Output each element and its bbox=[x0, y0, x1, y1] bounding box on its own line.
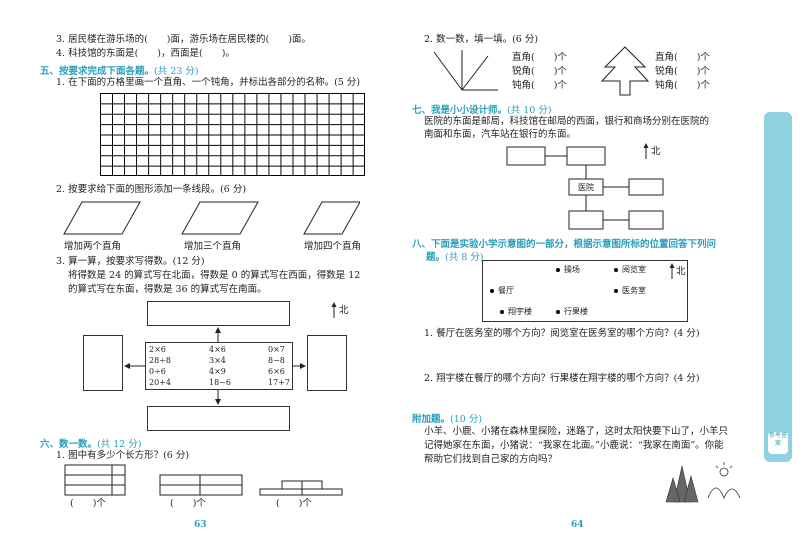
school-map bbox=[482, 260, 688, 322]
north-label: 北 bbox=[339, 305, 349, 316]
place-reading-room: 阅览室 bbox=[614, 264, 646, 276]
bonus-text-1: 小羊、小鹿、小猪在森林里探险，迷路了，这时太阳快要下山了，小羊只 bbox=[424, 426, 729, 437]
section-6-q1: 1. 图中有多少个长方形？(6 分) bbox=[56, 450, 190, 461]
figure-2 bbox=[159, 474, 243, 496]
parallelograms bbox=[63, 201, 360, 235]
expr-r4c1: 20+4 bbox=[149, 378, 171, 387]
expr-r3c3: 6×6 bbox=[268, 367, 285, 376]
count-blank-3[interactable]: ( )个 bbox=[276, 498, 312, 509]
expr-r1c3: 0×7 bbox=[268, 345, 285, 354]
rectangle-figures bbox=[64, 464, 343, 496]
section-6-q2: 2. 数一数，填一填。(6 分) bbox=[424, 34, 539, 45]
expr-r2c1: 28÷8 bbox=[149, 356, 171, 365]
side-tab bbox=[764, 112, 792, 462]
expr-r2c3: 8−8 bbox=[268, 356, 285, 365]
section-5-q2: 2. 按要求给下面的图形添加一条线段。(6 分) bbox=[56, 184, 247, 195]
expression-box bbox=[145, 342, 293, 390]
bonus-text-2: 记得她家在东面，小猪说：“我家在北面。”小鹿说：“我家在南面”。你能 bbox=[424, 440, 724, 451]
east-answer-box[interactable] bbox=[307, 335, 347, 391]
angle-a-right[interactable]: 直角( )个 bbox=[512, 52, 567, 63]
figure-3 bbox=[259, 480, 343, 496]
section-8-q2: 2. 翔宇楼在餐厅的哪个方向？行果楼在翔宇楼的哪个方向？(4 分) bbox=[424, 373, 700, 384]
expr-r3c2: 4×9 bbox=[209, 367, 226, 376]
expr-r4c3: 17+7 bbox=[268, 378, 290, 387]
place-canteen: 餐厅 bbox=[490, 285, 514, 297]
north-label-2: 北 bbox=[651, 146, 661, 157]
section-5-q1: 1. 在下面的方格里画一个直角、一个钝角，并标出各部分的名称。(5 分) bbox=[56, 77, 361, 88]
expr-r1c2: 4×6 bbox=[209, 345, 226, 354]
count-blank-2[interactable]: ( )个 bbox=[170, 498, 206, 509]
expr-r2c2: 3×4 bbox=[209, 356, 226, 365]
parallelogram-3 bbox=[303, 201, 360, 235]
section-6-title: 六、数一数。(共 12 分) bbox=[40, 439, 142, 450]
para-label-2: 增加三个直角 bbox=[184, 241, 242, 252]
north-arrow-icon bbox=[331, 302, 337, 318]
count-blank-1[interactable]: ( )个 bbox=[70, 498, 106, 509]
place-xingguo-building: 行果楼 bbox=[556, 306, 588, 318]
parallelogram-1 bbox=[63, 201, 141, 235]
bonus-text-3: 帮助它们找到自己家的方向吗？ bbox=[424, 454, 558, 465]
section-5-q3-desc-1: 将得数是 24 的算式写在北面，得数是 0 的算式写在西面，得数是 12 bbox=[68, 270, 361, 281]
sun-mountain-icon bbox=[707, 462, 741, 500]
section-5-title: 五、按要求完成下面各题。(共 23 分) bbox=[40, 66, 199, 77]
answer-key-badge[interactable]: 参考答案 bbox=[768, 432, 788, 454]
angle-figure bbox=[433, 50, 498, 91]
north-arrow-icon-3 bbox=[669, 263, 675, 279]
page-number-left: 63 bbox=[194, 520, 207, 530]
para-label-3: 增加四个直角 bbox=[304, 241, 362, 252]
south-answer-box[interactable] bbox=[147, 406, 290, 431]
hospital-label: 医院 bbox=[578, 183, 594, 192]
section-7-desc-1: 医院的东面是邮局，科技馆在邮局的西面，银行和商场分别在医院的 bbox=[424, 116, 710, 127]
expr-r4c2: 18−6 bbox=[209, 378, 231, 387]
section-8-title: 八、下面是实验小学示意图的一部分，根据示意图所标的位置回答下列问 bbox=[412, 239, 717, 250]
page-number-right: 64 bbox=[571, 520, 584, 530]
parallelogram-2 bbox=[181, 201, 259, 235]
north-label-3: 北 bbox=[676, 266, 686, 277]
north-answer-box[interactable] bbox=[147, 301, 290, 326]
section-5-q3-desc-2: 的算式写在东面，得数是 36 的算式写在南面。 bbox=[68, 284, 267, 295]
angle-a-acute[interactable]: 锐角( )个 bbox=[512, 66, 567, 77]
tree-figure bbox=[600, 46, 650, 96]
figure-1 bbox=[64, 464, 126, 496]
section-7-desc-2: 南面和东面，汽车站在银行的东面。 bbox=[424, 129, 577, 140]
bonus-title: 附加题。(10 分) bbox=[412, 414, 483, 425]
section-8-q1: 1. 餐厅在医务室的哪个方向？阅览室在医务室的哪个方向？(4 分) bbox=[424, 328, 700, 339]
question-4: 4. 科技馆的东面是( )，西面是( )。 bbox=[56, 48, 235, 59]
angle-a-obtuse[interactable]: 钝角( )个 bbox=[512, 80, 567, 91]
expr-r1c1: 2×6 bbox=[149, 345, 166, 354]
question-3: 3. 居民楼在游乐场的( )面，游乐场在居民楼的( )面。 bbox=[56, 34, 311, 45]
expr-r3c1: 0÷6 bbox=[149, 367, 166, 376]
para-label-1: 增加两个直角 bbox=[64, 241, 122, 252]
place-xiangyu-building: 翔宇楼 bbox=[500, 306, 532, 318]
section-5-q3: 3. 算一算，按要求写得数。(12 分) bbox=[56, 256, 205, 267]
angle-b-acute[interactable]: 锐角( )个 bbox=[655, 66, 710, 77]
place-clinic: 医务室 bbox=[614, 285, 646, 297]
design-map bbox=[506, 146, 664, 230]
place-playground: 操场 bbox=[556, 264, 580, 276]
tree-cluster-icon bbox=[665, 465, 699, 503]
drawing-grid[interactable] bbox=[100, 93, 365, 176]
north-arrow-icon-2 bbox=[643, 143, 649, 159]
forest-illustration bbox=[665, 462, 741, 503]
west-answer-box[interactable] bbox=[83, 335, 123, 391]
angle-b-obtuse[interactable]: 钝角( )个 bbox=[655, 80, 710, 91]
section-7-title: 七、我是小小设计师。(共 10 分) bbox=[412, 105, 552, 116]
section-8-title-2: 题。(共 8 分) bbox=[426, 252, 484, 263]
angle-b-right[interactable]: 直角( )个 bbox=[655, 52, 710, 63]
